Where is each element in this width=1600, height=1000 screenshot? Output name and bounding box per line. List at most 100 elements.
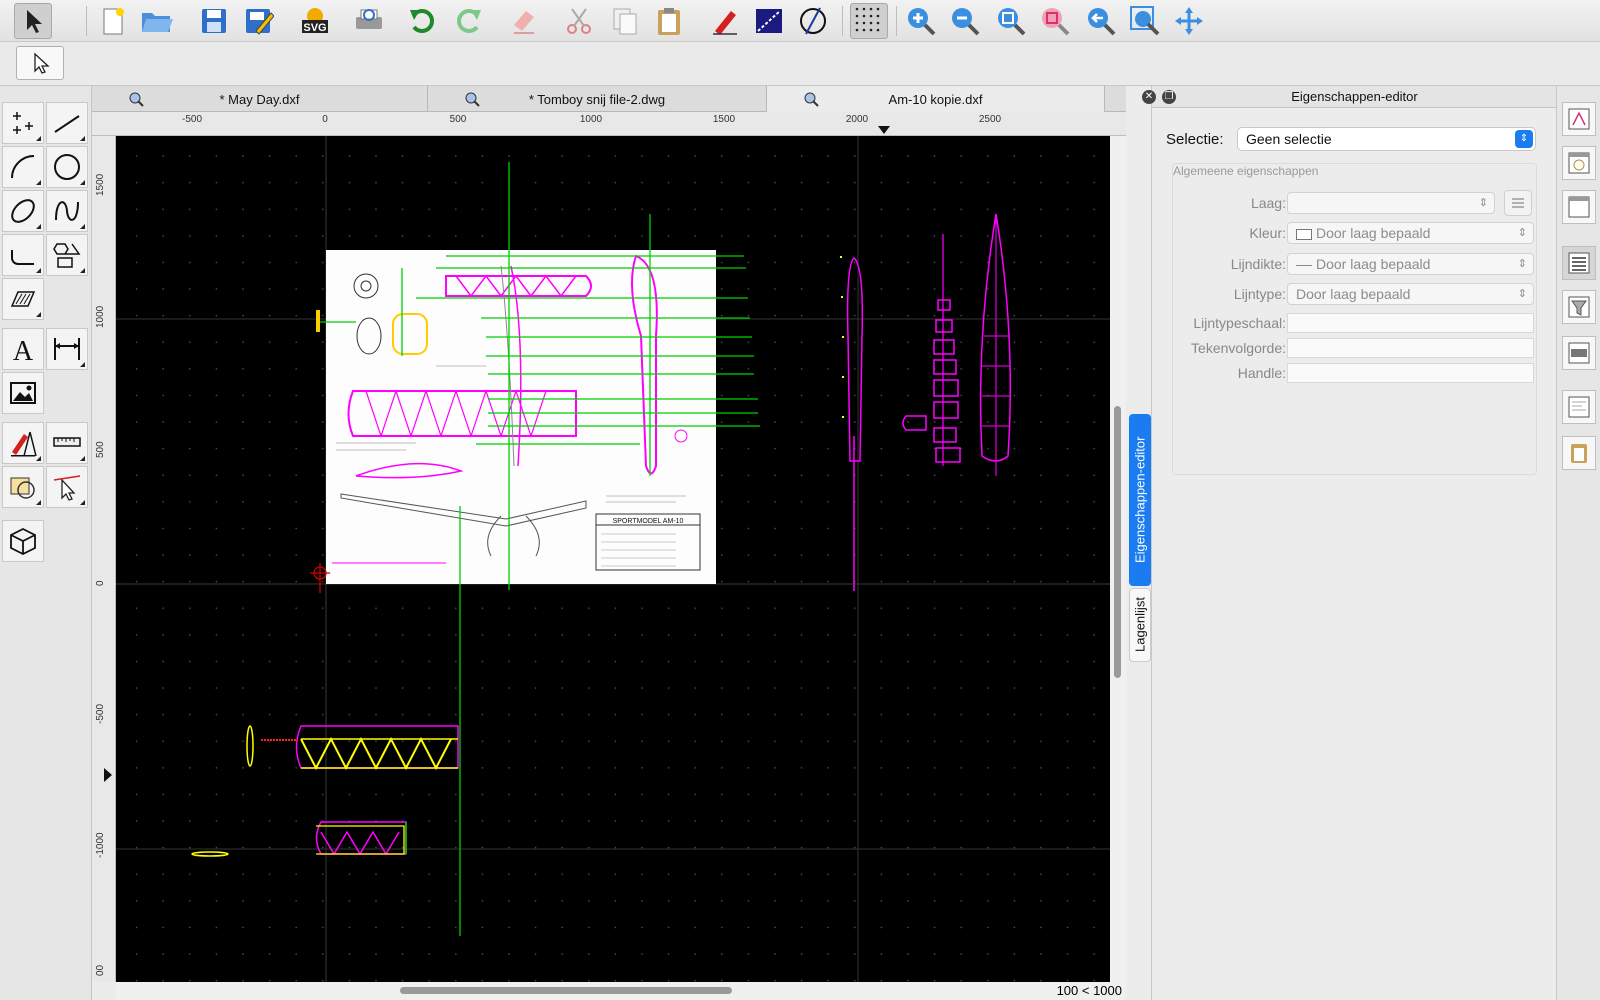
save-as-button[interactable]: [240, 3, 278, 39]
zoom-window-button[interactable]: [1126, 3, 1164, 39]
wing-panel-small[interactable]: [191, 821, 407, 857]
cut-button[interactable]: [560, 3, 598, 39]
selection-dropdown[interactable]: Geen selectie ⇕: [1237, 127, 1536, 151]
draft-mode-button[interactable]: [706, 3, 744, 39]
circle-tool-button[interactable]: [46, 146, 88, 188]
back-select-button[interactable]: [16, 46, 64, 80]
zoom-icon: [129, 92, 144, 107]
ruler-label: -500: [95, 703, 106, 724]
right-dock: [1556, 86, 1600, 1000]
linetypescale-input[interactable]: [1287, 313, 1534, 333]
dock-filter-button[interactable]: [1562, 290, 1596, 324]
redo-button[interactable]: [449, 3, 487, 39]
text-tool-button[interactable]: A: [2, 328, 44, 370]
ruler-label: 1500: [95, 173, 106, 196]
panel-title: Eigenschappen-editor: [1152, 86, 1557, 108]
plan-drawing-image[interactable]: SPORTMODEL AM-10: [326, 250, 716, 584]
horizontal-scrollbar[interactable]: [116, 982, 1036, 1000]
copy-button[interactable]: [606, 3, 644, 39]
command-line-icon: [1568, 342, 1590, 364]
undo-arrow-icon: [410, 9, 434, 33]
ellipse-tool-button[interactable]: [2, 190, 44, 232]
zoom-previous-button[interactable]: [1036, 3, 1074, 39]
tab-tomboy[interactable]: * Tomboy snij file-2.dwg: [428, 86, 767, 112]
scroll-thumb[interactable]: [400, 987, 732, 994]
window-icon: [1568, 196, 1590, 218]
float-panel-button[interactable]: ❐: [1162, 90, 1176, 104]
section-title: Algemeene eigenschappen: [1173, 164, 1319, 178]
property-list-icon: [1568, 252, 1590, 274]
no-snap-button[interactable]: [794, 3, 832, 39]
spline-tool-button[interactable]: [46, 190, 88, 232]
tab-label: * Tomboy snij file-2.dwg: [528, 91, 666, 107]
wing-panel-large[interactable]: [246, 725, 459, 771]
polyline-tool-button[interactable]: [2, 234, 44, 276]
measure-tool-button[interactable]: [46, 422, 88, 464]
modify-tool-button[interactable]: [2, 422, 44, 464]
zoom-back-button[interactable]: [1082, 3, 1120, 39]
3d-tool-button[interactable]: [2, 520, 44, 562]
line-sample-icon: [1296, 264, 1312, 266]
undo-button[interactable]: [404, 3, 442, 39]
vertical-scrollbar[interactable]: [1110, 136, 1126, 982]
scissors-icon: [567, 8, 591, 34]
ruler-label: 0: [95, 580, 106, 586]
tab-am-10[interactable]: Am-10 kopie.dxf: [767, 86, 1105, 112]
point-tool-button[interactable]: [2, 102, 44, 144]
zoom-auto-button[interactable]: [992, 3, 1030, 39]
dock-properties-button[interactable]: [1562, 246, 1596, 280]
dock-library-button[interactable]: [1562, 146, 1596, 180]
select-modify-tool-button[interactable]: [46, 466, 88, 508]
block-tool-button[interactable]: [2, 466, 44, 508]
color-dropdown[interactable]: Door laag bepaald ⇕: [1287, 222, 1534, 244]
paste-button[interactable]: [650, 3, 688, 39]
snap-grid-button[interactable]: [750, 3, 788, 39]
main-toolbar: SVG: [0, 0, 1600, 42]
linewidth-dropdown[interactable]: Door laag bepaald ⇕: [1287, 253, 1534, 275]
layer-dropdown[interactable]: ⇕: [1287, 192, 1495, 214]
tab-properties-editor[interactable]: Eigenschappen-editor: [1129, 414, 1151, 586]
dock-command-button[interactable]: [1562, 336, 1596, 370]
arc-tool-button[interactable]: [2, 146, 44, 188]
save-button[interactable]: [195, 3, 233, 39]
draworder-input[interactable]: [1287, 338, 1534, 358]
drawing-canvas[interactable]: SPORTMODEL AM-10: [116, 136, 1110, 982]
zoom-out-button[interactable]: [946, 3, 984, 39]
pan-button[interactable]: [1170, 3, 1208, 39]
dock-clipboard-button[interactable]: [1562, 436, 1596, 470]
zoom-in-button[interactable]: [902, 3, 940, 39]
scroll-thumb[interactable]: [1114, 406, 1121, 678]
new-file-button[interactable]: [94, 3, 132, 39]
folder-open-icon: [142, 13, 173, 32]
zoom-fit-icon: [998, 8, 1026, 36]
chevron-updown-icon: ⇕: [1517, 258, 1527, 270]
shape-tool-button[interactable]: [46, 234, 88, 276]
image-tool-button[interactable]: [2, 372, 44, 414]
handle-input[interactable]: [1287, 363, 1534, 383]
drawing-svg: SPORTMODEL AM-10: [116, 136, 1110, 982]
dimension-tool-button[interactable]: [46, 328, 88, 370]
new-document-icon: [103, 8, 124, 35]
grid-toggle-button[interactable]: [850, 3, 888, 39]
construction-lines: [316, 162, 760, 936]
select-tool-button[interactable]: [14, 3, 52, 39]
dock-block-list-button[interactable]: [1562, 102, 1596, 136]
close-panel-button[interactable]: ✕: [1142, 90, 1156, 104]
linetype-dropdown[interactable]: Door laag bepaald ⇕: [1287, 283, 1534, 305]
fuselage-parts[interactable]: [840, 213, 1012, 591]
dock-view-list-button[interactable]: [1562, 190, 1596, 224]
ruler-label: 1000: [95, 305, 106, 328]
open-file-button[interactable]: [138, 3, 176, 39]
print-preview-button[interactable]: [350, 3, 388, 39]
tab-may-day[interactable]: * May Day.dxf: [92, 86, 428, 112]
document-lines-icon: [1568, 396, 1590, 418]
layer-list-button[interactable]: [1504, 190, 1532, 216]
eraser-button[interactable]: [505, 3, 543, 39]
dock-drawing-button[interactable]: [1562, 390, 1596, 424]
text-a-icon: A: [13, 336, 34, 364]
horizontal-ruler: -500 0 500 1000 1500 2000 2500: [92, 112, 1126, 136]
tab-layer-list[interactable]: Lagenlijst: [1129, 588, 1151, 662]
hatch-tool-button[interactable]: [2, 278, 44, 320]
line-tool-button[interactable]: [46, 102, 88, 144]
export-svg-button[interactable]: SVG: [296, 3, 334, 39]
